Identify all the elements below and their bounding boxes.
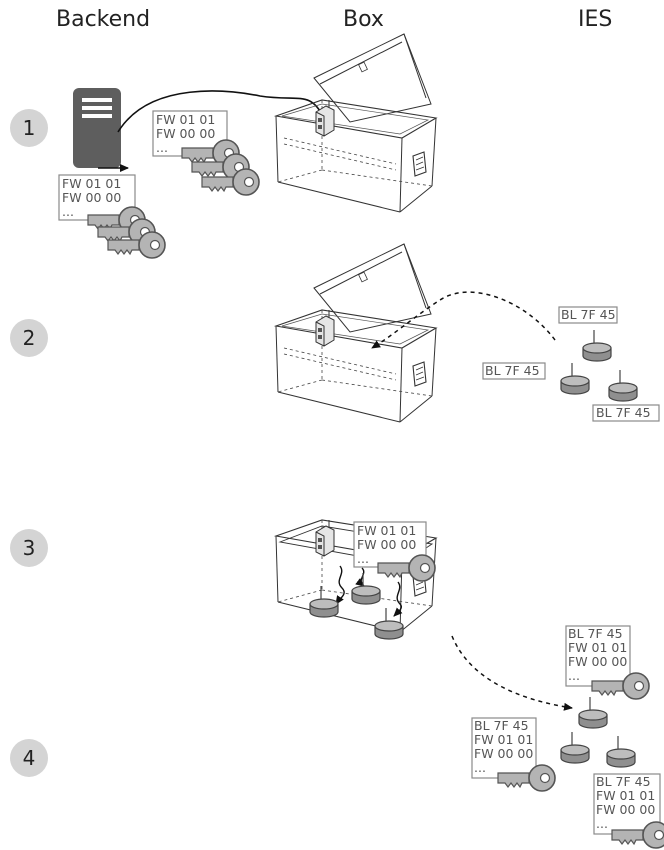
ies-disk-icon — [583, 330, 611, 361]
ies-disk-icon — [607, 736, 635, 767]
firmware-line-2: FW 00 00 — [357, 537, 416, 552]
beacon-id: BL 7F 45 — [568, 626, 623, 641]
beacon-id: BL 7F 45 — [485, 363, 540, 378]
step-badge-2: 2 — [10, 319, 48, 357]
beacon-label: BL 7F 45 — [559, 307, 617, 323]
ies-disk-icon — [561, 363, 589, 394]
beacon-id: BL 7F 45 — [596, 405, 651, 420]
header-ies: IES — [578, 7, 612, 32]
ies-disk-icon — [375, 608, 403, 639]
step-number: 4 — [23, 746, 36, 770]
firmware-line-2: FW 00 00 — [596, 802, 655, 817]
step-badge-1: 1 — [10, 109, 48, 147]
firmware-line-1: FW 01 01 — [596, 788, 655, 803]
ies-disk-icon — [352, 573, 380, 604]
ies-disk-icon — [579, 697, 607, 728]
step-number: 1 — [23, 116, 36, 140]
beacon-label: BL 7F 45 — [593, 405, 659, 421]
firmware-line-more: ... — [474, 760, 486, 775]
box-open-step-1 — [276, 34, 436, 212]
step-badge-3: 3 — [10, 529, 48, 567]
firmware-line-2: FW 00 00 — [62, 190, 121, 205]
beacon-label: BL 7F 45 — [483, 363, 545, 379]
firmware-line-more: ... — [156, 140, 168, 155]
beacon-id: BL 7F 45 — [561, 307, 616, 322]
firmware-line-more: ... — [62, 204, 74, 219]
firmware-line-2: FW 00 00 — [568, 654, 627, 669]
step-badge-4: 4 — [10, 739, 48, 777]
header-backend: Backend — [56, 7, 150, 32]
beacon-id: BL 7F 45 — [596, 774, 651, 789]
firmware-line-1: FW 01 01 — [156, 112, 215, 127]
beacon-id: BL 7F 45 — [474, 718, 529, 733]
box-open-step-2 — [276, 244, 436, 422]
firmware-line-1: FW 01 01 — [357, 523, 416, 538]
firmware-line-1: FW 01 01 — [568, 640, 627, 655]
step-number: 2 — [23, 326, 36, 350]
firmware-line-2: FW 00 00 — [474, 746, 533, 761]
server-icon — [73, 88, 121, 168]
firmware-line-2: FW 00 00 — [156, 126, 215, 141]
device-label: BL 7F 45 FW 01 01 FW 00 00 ... — [566, 626, 630, 686]
deployment-arrow — [452, 636, 572, 708]
device-label: BL 7F 45 FW 01 01 FW 00 00 ... — [472, 718, 536, 778]
firmware-line-more: ... — [568, 668, 580, 683]
ies-disk-icon — [609, 370, 637, 401]
ies-disk-icon — [561, 732, 589, 763]
firmware-line-1: FW 01 01 — [62, 176, 121, 191]
header-box: Box — [343, 7, 384, 32]
firmware-line-1: FW 01 01 — [474, 732, 533, 747]
install-arrow — [336, 566, 344, 604]
firmware-line-more: ... — [596, 816, 608, 831]
firmware-line-more: ... — [357, 551, 369, 566]
step-number: 3 — [23, 536, 36, 560]
